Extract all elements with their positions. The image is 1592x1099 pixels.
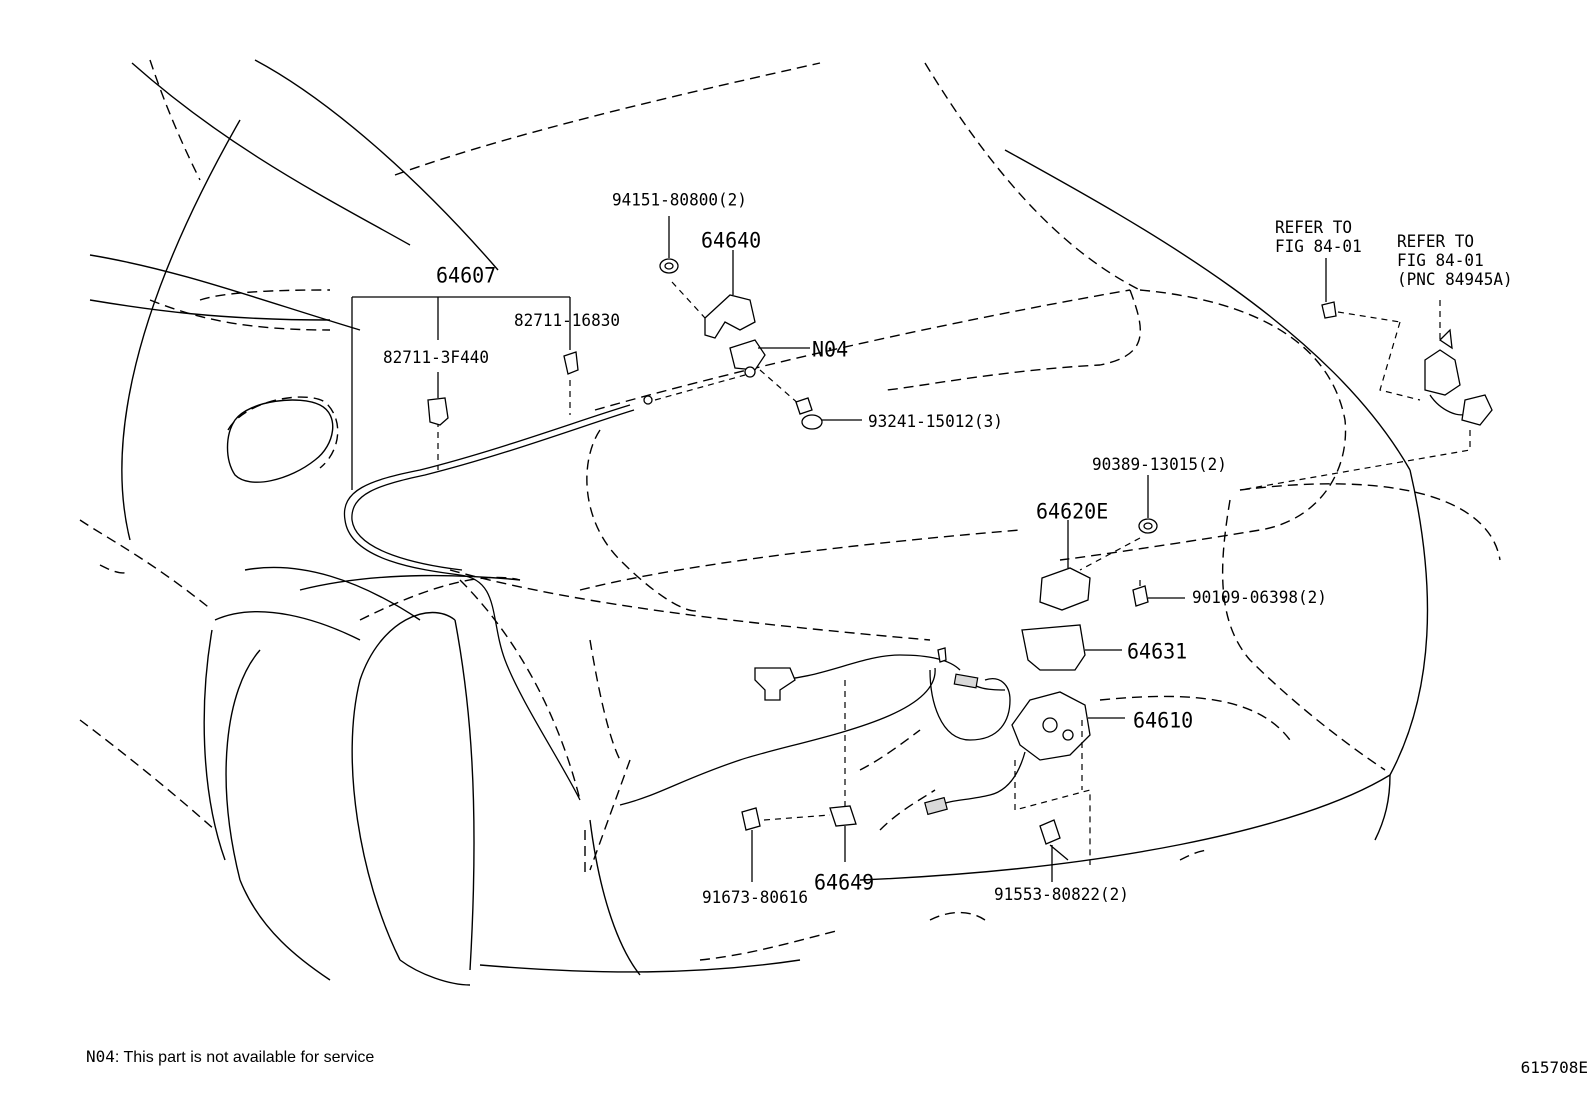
release-cable-64607 <box>343 374 746 801</box>
vehicle-body-outline <box>79 59 1501 986</box>
bracket-icon <box>704 250 756 339</box>
switch-icon <box>729 339 810 406</box>
label-91553-80822: 91553-80822(2) <box>994 884 1129 905</box>
label-90109-06398: 90109-06398(2) <box>1192 587 1327 608</box>
bolt-icon <box>741 807 831 882</box>
camera-icon <box>1239 300 1493 491</box>
bolt-icon <box>1039 819 1069 882</box>
bolt-icon <box>795 397 862 430</box>
label-pnc-84945a: (PNC 84945A) <box>1397 269 1513 290</box>
label-82711-3f440: 82711-3F440 <box>383 347 489 368</box>
label-64631: 64631 <box>1127 638 1188 664</box>
label-refer-to-2: REFER TO <box>1397 231 1475 252</box>
label-93241-15012: 93241-15012(3) <box>868 411 1003 432</box>
footnote-code: N04 <box>86 1047 115 1066</box>
label-fig-84-01-1: FIG 84-01 <box>1275 236 1362 257</box>
opener-cable <box>619 647 1011 806</box>
footnote: N04: This part is not available for serv… <box>86 1047 374 1067</box>
label-64620e: 64620E <box>1036 498 1109 524</box>
label-91673-80616: 91673-80616 <box>702 887 808 908</box>
figure-id: 615708E <box>1520 1058 1588 1077</box>
label-refer-to-1: REFER TO <box>1275 217 1353 238</box>
clip-icon <box>563 351 579 375</box>
nut-icon <box>1079 475 1158 571</box>
bolt-icon <box>1321 258 1401 323</box>
label-64640: 64640 <box>701 227 762 253</box>
footnote-text: : This part is not available for service <box>114 1049 375 1066</box>
label-90389-13015: 90389-13015(2) <box>1092 454 1227 475</box>
nut-icon <box>659 216 706 319</box>
clip-icon <box>427 372 449 426</box>
label-64610: 64610 <box>1133 707 1194 733</box>
label-94151-80800: 94151-80800(2) <box>612 189 747 210</box>
cover-icon <box>829 680 857 862</box>
label-64607: 64607 <box>436 262 497 288</box>
latch-icon <box>924 691 1125 865</box>
label-n04: N04 <box>812 336 849 362</box>
label-82711-16830: 82711-16830 <box>514 310 620 331</box>
bolt-icon <box>1132 575 1185 607</box>
label-64649: 64649 <box>814 869 875 895</box>
box-icon <box>1021 624 1122 671</box>
cover-icon <box>1039 520 1091 611</box>
label-fig-84-01-2: FIG 84-01 <box>1397 250 1484 271</box>
